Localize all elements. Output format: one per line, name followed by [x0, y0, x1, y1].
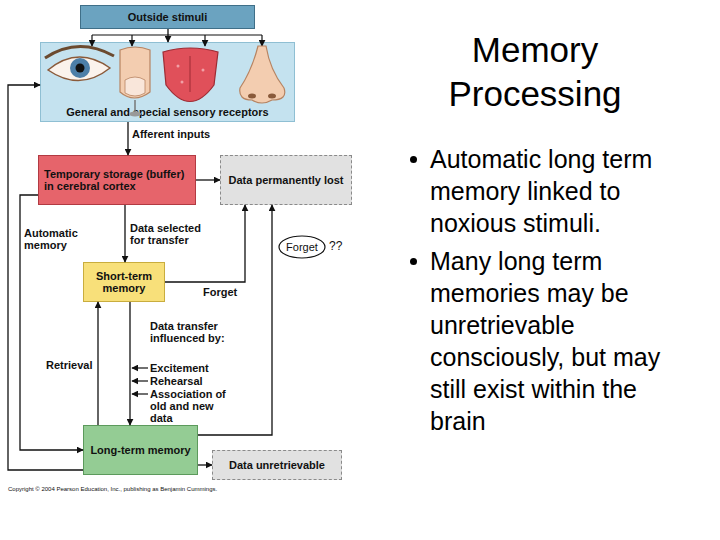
- node-text: General and special sensory receptors: [46, 106, 289, 118]
- factor-text: Excitement: [150, 362, 240, 374]
- edge-label: Data selected for transfer: [130, 222, 212, 246]
- copyright-note: Copyright © 2004 Pearson Education, Inc.…: [8, 486, 308, 493]
- node-text: Data permanently lost: [226, 174, 346, 186]
- node-text: Short-term memory: [89, 270, 159, 294]
- forget-ellipse: Forget: [278, 235, 326, 259]
- influence-arrows: [132, 368, 148, 394]
- edge-label: Forget: [203, 286, 248, 298]
- flow-arrow: [167, 29, 168, 42]
- edge-label: Afferent inputs: [132, 128, 232, 140]
- memory-box: Long-term memory: [83, 425, 198, 475]
- bullet-item: Many long term memories may be unretriev…: [430, 245, 695, 437]
- bullet-dot: [410, 156, 417, 163]
- node-text: Data unretrievable: [218, 459, 336, 471]
- node-text: Temporary storage (buffer) in cerebral c…: [44, 168, 190, 192]
- annotation: ??: [329, 240, 359, 252]
- storage-box: Temporary storage (buffer) in cerebral c…: [38, 155, 196, 205]
- stimulus-box: Outside stimuli: [80, 5, 255, 29]
- node-text: Long-term memory: [89, 444, 192, 456]
- flow-arrow: [124, 205, 125, 262]
- memory-box: Short-term memory: [83, 262, 165, 302]
- node-text: Outside stimuli: [86, 11, 249, 23]
- edge-label: Retrieval: [46, 359, 98, 371]
- flow-arrow: [97, 302, 98, 425]
- note-text: Data transfer influenced by:: [150, 320, 240, 344]
- factor-text: Rehearsal: [150, 375, 240, 387]
- flow-arrow: [8, 85, 83, 470]
- receptor-band: General and special sensory receptors: [40, 42, 295, 122]
- node-text: Forget: [278, 241, 326, 253]
- edge-label: Automatic memory: [24, 227, 90, 251]
- loss-box: Data unretrievable: [212, 450, 342, 480]
- bullet-item: Automatic long term memory linked to nox…: [430, 143, 695, 239]
- flow-arrow: [196, 179, 220, 180]
- bullet-dot: [410, 258, 417, 265]
- factor-text: Association of old and new data: [150, 388, 238, 424]
- slide-title: Memory Processing: [405, 28, 665, 116]
- flow-arrow: [198, 464, 212, 465]
- flow-arrow: [129, 302, 130, 425]
- flow-arrow: [127, 122, 128, 155]
- loss-box: Data permanently lost: [220, 155, 352, 205]
